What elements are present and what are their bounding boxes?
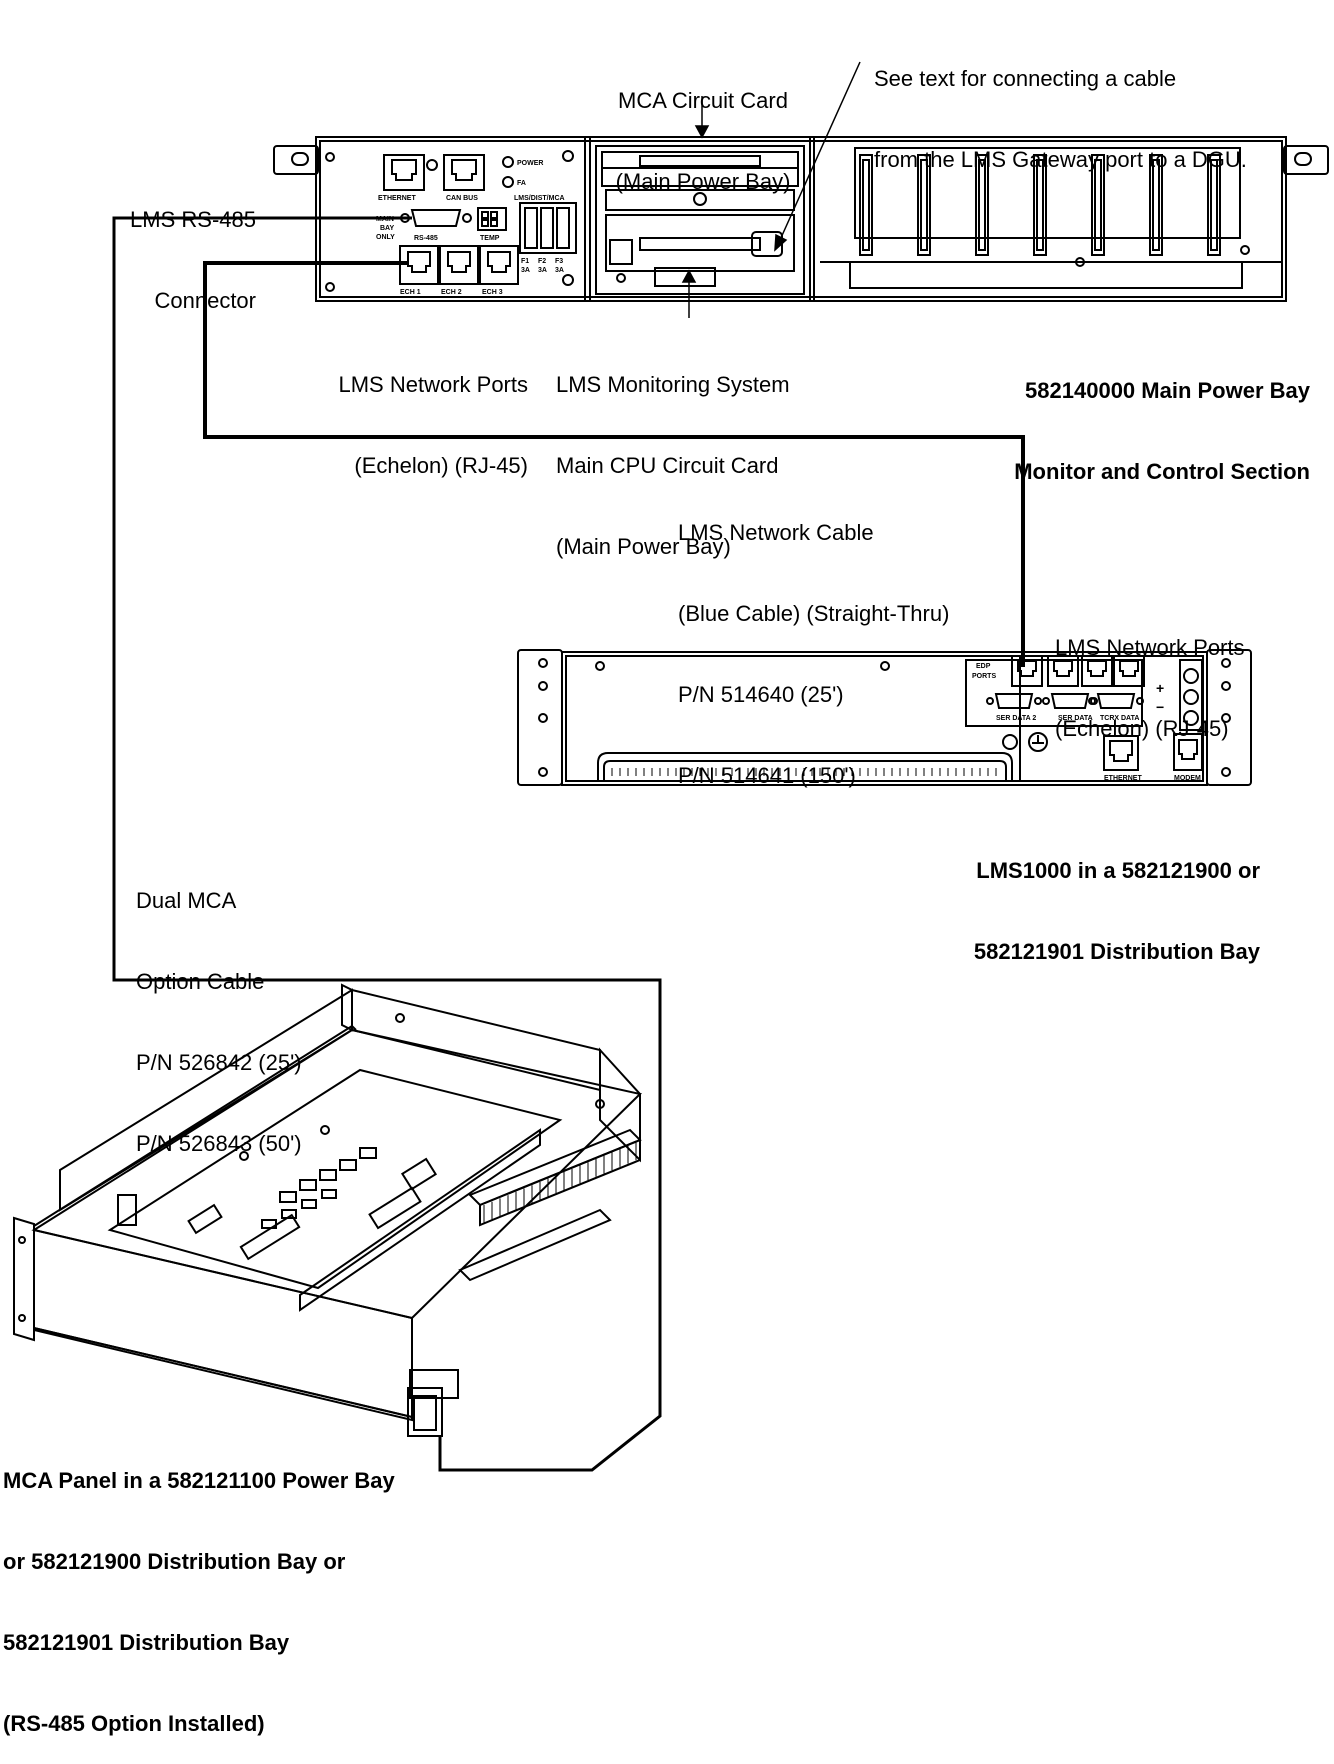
lms1000-caption: LMS1000 in a 582121900 or 582121901 Dist…	[880, 803, 1260, 992]
rs485-connector-label: LMS RS-485 Connector	[60, 152, 256, 341]
main-bay-caption-line-1: 582140000 Main Power Bay	[920, 377, 1310, 404]
net-cable-line-2: (Blue Cable) (Straight-Thru)	[678, 600, 949, 627]
net-cable-line-3: P/N 514640 (25')	[678, 681, 949, 708]
svg-text:POWER: POWER	[517, 160, 543, 167]
dual-mca-line-2: Option Cable	[136, 968, 302, 995]
svg-text:3A: 3A	[521, 267, 530, 274]
mca-panel	[14, 985, 640, 1436]
svg-text:FA: FA	[517, 180, 526, 187]
svg-text:ETHERNET: ETHERNET	[378, 195, 416, 202]
svg-text:BAY: BAY	[380, 225, 394, 232]
see-text-note: See text for connecting a cable from the…	[874, 11, 1247, 200]
svg-text:ECH 3: ECH 3	[482, 289, 503, 296]
svg-text:F1: F1	[521, 258, 529, 265]
dual-mca-line-3: P/N 526842 (25')	[136, 1049, 302, 1076]
rs485-line-2: Connector	[60, 287, 256, 314]
see-text-line-1: See text for connecting a cable	[874, 65, 1247, 92]
main-bay-caption-line-2: Monitor and Control Section	[920, 458, 1310, 485]
mca-panel-caption-line-3: 582121901 Distribution Bay	[3, 1629, 395, 1656]
svg-text:3A: 3A	[538, 267, 547, 274]
svg-text:ECH 2: ECH 2	[441, 289, 462, 296]
svg-text:LMS/DIST/MCA: LMS/DIST/MCA	[514, 195, 565, 202]
dual-mca-line-4: P/N 526843 (50')	[136, 1130, 302, 1157]
ports-right-line-1: LMS Network Ports	[1055, 634, 1245, 661]
svg-text:F3: F3	[555, 258, 563, 265]
lms1000-caption-line-2: 582121901 Distribution Bay	[880, 938, 1260, 965]
svg-text:PORTS: PORTS	[972, 673, 996, 680]
mca-panel-caption-line-4: (RS-485 Option Installed)	[3, 1710, 395, 1737]
mca-circuit-card-label: MCA Circuit Card (Main Power Bay)	[586, 33, 820, 222]
network-ports-top-label: LMS Network Ports (Echelon) (RJ-45)	[274, 317, 528, 506]
dual-mca-cable-label: Dual MCA Option Cable P/N 526842 (25') P…	[136, 833, 302, 1184]
rs485-line-1: LMS RS-485	[60, 206, 256, 233]
svg-text:SER DATA 2: SER DATA 2	[996, 715, 1036, 722]
svg-text:MODEM: MODEM	[1174, 775, 1201, 782]
net-cable-line-1: LMS Network Cable	[678, 519, 949, 546]
lms1000-caption-line-1: LMS1000 in a 582121900 or	[880, 857, 1260, 884]
mca-card-line-1: MCA Circuit Card	[586, 87, 820, 114]
svg-text:ONLY: ONLY	[376, 234, 395, 241]
net-cable-line-4: P/N 514641 (150')	[678, 762, 949, 789]
ports-right-line-2: (Echelon) (RJ-45)	[1055, 715, 1245, 742]
see-text-line-2: from the LMS Gateway port to a DGU.	[874, 146, 1247, 173]
monitoring-line-1: LMS Monitoring System	[556, 371, 790, 398]
svg-text:3A: 3A	[555, 267, 564, 274]
mca-terminal-ticks	[484, 1142, 636, 1223]
svg-text:TEMP: TEMP	[480, 235, 500, 242]
mca-card-line-2: (Main Power Bay)	[586, 168, 820, 195]
dual-mca-line-1: Dual MCA	[136, 887, 302, 914]
mca-panel-caption: MCA Panel in a 582121100 Power Bay or 58…	[3, 1413, 395, 1764]
svg-text:CAN BUS: CAN BUS	[446, 195, 478, 202]
ports-top-line-1: LMS Network Ports	[274, 371, 528, 398]
svg-text:ECH 1: ECH 1	[400, 289, 421, 296]
svg-text:RS-485: RS-485	[414, 235, 438, 242]
mca-panel-caption-line-1: MCA Panel in a 582121100 Power Bay	[3, 1467, 395, 1494]
svg-text:ETHERNET: ETHERNET	[1104, 775, 1142, 782]
network-ports-right-label: LMS Network Ports (Echelon) (RJ-45)	[1055, 580, 1245, 769]
svg-text:F2: F2	[538, 258, 546, 265]
svg-text:EDP: EDP	[976, 663, 991, 670]
network-cable-label: LMS Network Cable (Blue Cable) (Straight…	[678, 465, 949, 816]
ports-top-line-2: (Echelon) (RJ-45)	[274, 452, 528, 479]
mca-panel-caption-line-2: or 582121900 Distribution Bay or	[3, 1548, 395, 1575]
main-power-bay-caption: 582140000 Main Power Bay Monitor and Con…	[920, 323, 1310, 512]
